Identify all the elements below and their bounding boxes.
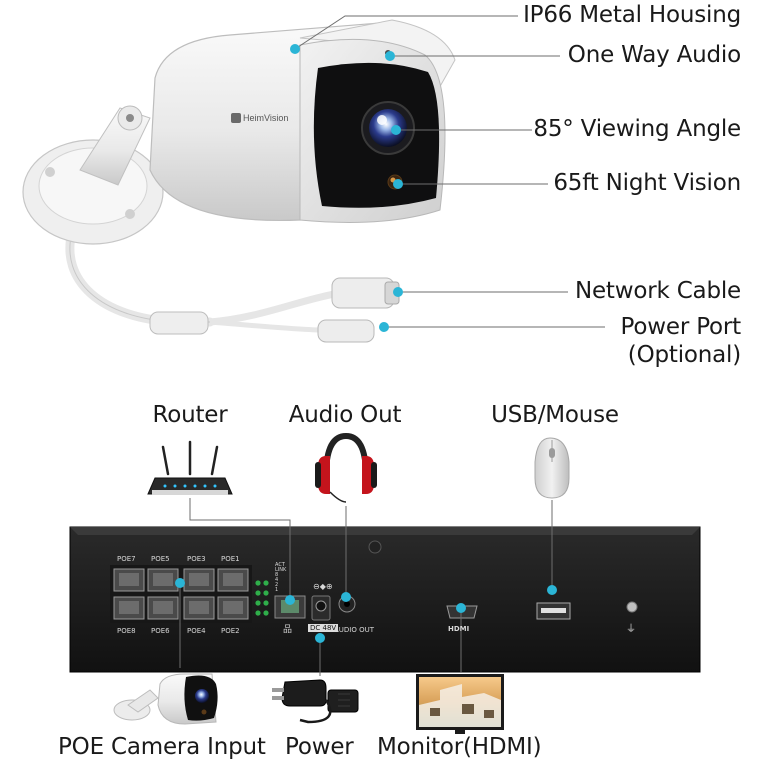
callout-network-label: Network Cable [574, 278, 741, 304]
callout-dot [456, 603, 466, 613]
callout-power-label: Power Port [620, 314, 742, 340]
callout-dot [285, 595, 295, 605]
poe-port-label: POE5 [151, 555, 170, 563]
monitor-icon [416, 674, 504, 734]
hdmi-label: HDMI [448, 625, 470, 633]
cable-edge [69, 231, 210, 323]
poe-port-label: POE3 [187, 555, 206, 563]
brand-logo-icon [231, 113, 241, 123]
poe-port-socket [189, 601, 209, 614]
brand-name: HeimVision [243, 113, 289, 123]
callout-dot [315, 633, 325, 643]
poe-port-label: POE4 [187, 627, 206, 635]
callout-housing-label: IP66 Metal Housing [523, 2, 741, 28]
router-label: Router [152, 402, 228, 428]
poe-port-socket [223, 573, 243, 586]
power-connector [317, 319, 375, 343]
poe-port-label: POE8 [117, 627, 136, 635]
ground-screw [626, 601, 638, 613]
poe-port-label: POE7 [117, 555, 136, 563]
camera-lens [369, 109, 407, 147]
network-icon: 品 [283, 624, 292, 635]
led-label: 1 [275, 587, 279, 593]
poe-port-socket [119, 573, 139, 586]
mount-screw [126, 114, 134, 122]
mount-screw-hole [45, 167, 55, 177]
callout-audio-label: One Way Audio [567, 42, 741, 68]
callout-dot [393, 287, 403, 297]
cable-network-lead [209, 290, 336, 326]
cable-splitter [149, 311, 209, 335]
dc-label: DC 48V [308, 624, 339, 632]
callout-dot [385, 51, 395, 61]
led-label: 2 [275, 582, 279, 588]
callout-line-housing [294, 15, 518, 50]
power-label: Power [285, 734, 354, 760]
poe-port-socket [189, 573, 209, 586]
nvr-connection-lines [179, 498, 553, 676]
poe-port-label: POE2 [221, 627, 240, 635]
audio-out-label: Audio Out [288, 402, 402, 428]
camera-callout-dots [290, 44, 403, 332]
callout-angle-label: 85° Viewing Angle [533, 116, 741, 142]
poe-port-socket [223, 601, 243, 614]
nvr-connection-dots [175, 578, 557, 643]
mount-screw-hole [125, 209, 135, 219]
nvr-recorder [69, 526, 701, 673]
status-leds [255, 580, 269, 616]
poe-camera-icon [113, 673, 218, 725]
callout-dot [290, 44, 300, 54]
power-adapter-icon [272, 679, 359, 724]
callout-optional-label: (Optional) [627, 342, 741, 368]
poe-camera-label: POE Camera Input [58, 734, 266, 760]
poe-port-socket [153, 601, 173, 614]
poe-port-label: POE6 [151, 627, 170, 635]
callout-dot [547, 585, 557, 595]
bullet-camera-illustration [22, 19, 456, 343]
cable-main [65, 227, 215, 327]
callout-night-label: 65ft Night Vision [553, 170, 741, 196]
callout-dot [175, 578, 185, 588]
router-icon [147, 440, 233, 495]
poe-port-label: POE1 [221, 555, 240, 563]
led-label: ACT [275, 562, 285, 568]
usb-mouse-label: USB/Mouse [491, 402, 619, 428]
callout-dot [379, 322, 389, 332]
router-line [189, 498, 291, 600]
led-label: 4 [275, 577, 279, 583]
led-label: 8 [275, 572, 279, 578]
mouse-icon [534, 437, 570, 499]
callout-dot [391, 125, 401, 135]
callout-dot [393, 179, 403, 189]
headphones-icon [315, 432, 377, 503]
monitor-label: Monitor(HDMI) [377, 734, 542, 760]
camera-callout-lines [294, 15, 605, 328]
nvr-screw [368, 540, 382, 554]
audio-out-port-label: AUDIO OUT [334, 626, 375, 634]
led-label: LINK [275, 567, 287, 573]
poe-port-socket [153, 573, 173, 586]
cable-power-lead [209, 319, 323, 333]
svg-text:⊖◆⊕: ⊖◆⊕ [313, 582, 333, 591]
poe-port-socket [119, 601, 139, 614]
callout-dot [341, 592, 351, 602]
ground-icon: ⏚ [626, 623, 636, 635]
poe-port-group [113, 568, 249, 620]
